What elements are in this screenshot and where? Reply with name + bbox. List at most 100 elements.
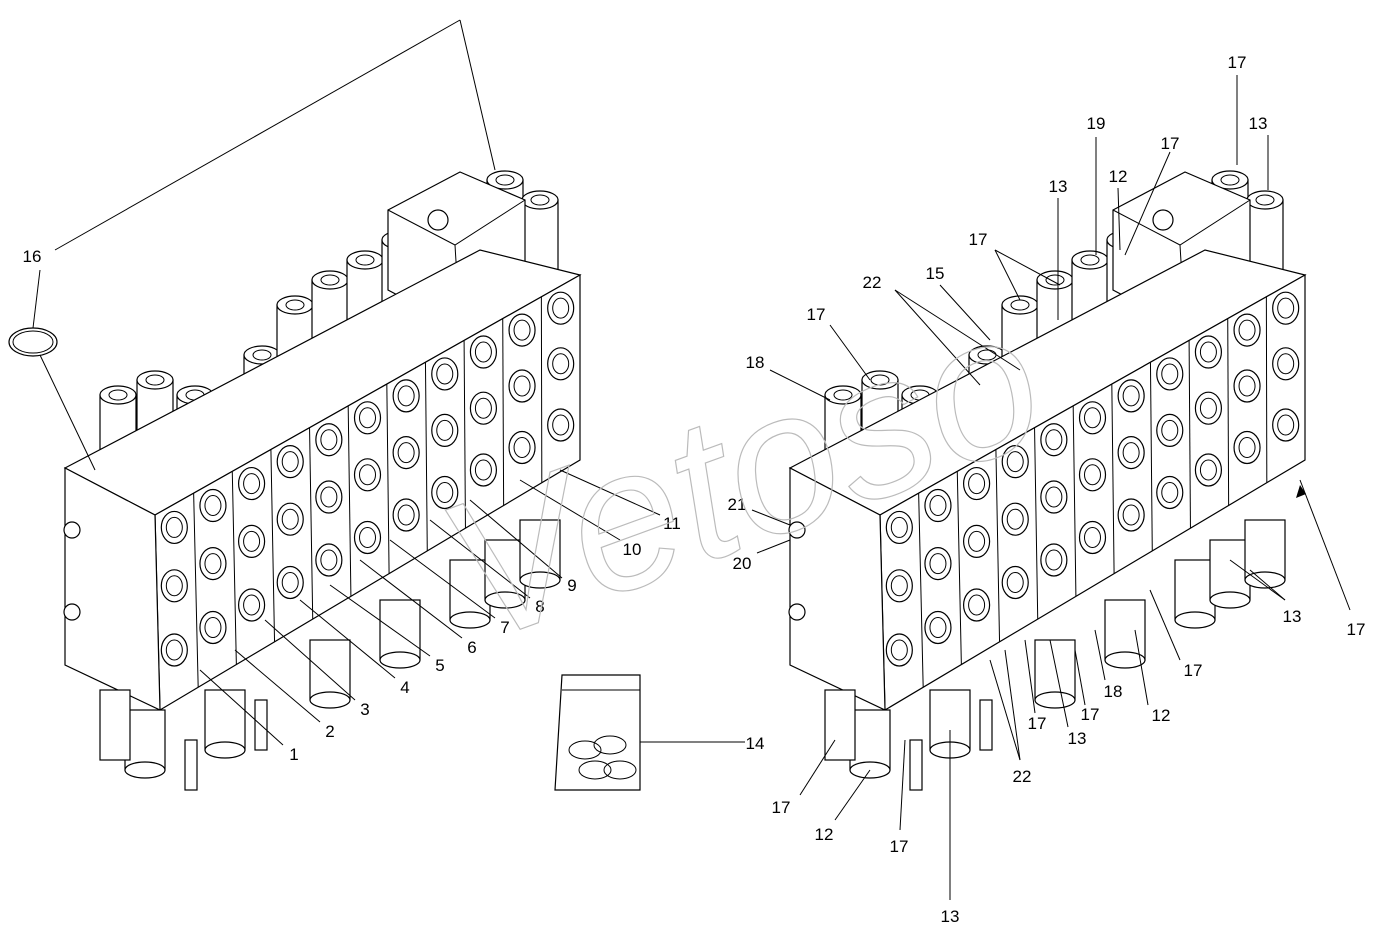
port [924, 610, 952, 645]
section-divider [1034, 427, 1039, 620]
port [353, 520, 382, 555]
leader-line [994, 249, 1021, 301]
callout-number: 13 [1049, 177, 1068, 196]
port [1040, 543, 1068, 577]
port-thread [1238, 319, 1256, 341]
callout-number: 13 [1283, 607, 1302, 626]
callout-number: 3 [360, 700, 369, 719]
port-thread [1084, 527, 1101, 548]
bottom-fitting [379, 599, 421, 661]
leader-line [469, 499, 563, 579]
leader-line [756, 539, 791, 554]
port-thread [1161, 419, 1179, 441]
bottom-fitting [309, 639, 351, 701]
port-thread [552, 297, 570, 319]
section-divider [1188, 340, 1191, 529]
port [431, 357, 459, 391]
bottom-fitting [849, 709, 891, 771]
seal-ring [603, 760, 637, 780]
callout-number: 18 [746, 353, 765, 372]
bottom-fitting-end [1104, 651, 1146, 669]
fitting-bore [285, 299, 305, 311]
port [885, 510, 913, 545]
port [276, 565, 304, 600]
callout-number: 12 [1109, 167, 1128, 186]
bottom-fitting-end [379, 651, 421, 669]
port-thread [397, 385, 415, 407]
fitting-top [1071, 250, 1109, 270]
port-thread [1045, 429, 1063, 451]
seal-ring [578, 760, 612, 780]
leader-line [32, 269, 41, 329]
leader-line [799, 739, 836, 796]
port-thread [320, 549, 338, 571]
leader-line [899, 739, 906, 831]
port [1233, 313, 1261, 347]
port-thread [1161, 482, 1179, 503]
fitting-top [1246, 190, 1284, 210]
port [160, 510, 188, 545]
port [276, 502, 304, 536]
port-thread [1199, 397, 1217, 419]
port-thread [968, 530, 986, 552]
fitting-top [276, 295, 314, 315]
bottom-fitting-end [124, 761, 166, 779]
leader-line [1134, 629, 1149, 706]
seal-ring [593, 735, 627, 755]
port [1117, 436, 1145, 470]
hex-socket-plug [1152, 209, 1174, 231]
leader-line [834, 769, 871, 821]
callout-number: 4 [400, 678, 409, 697]
section-divider [1111, 384, 1115, 574]
fitting-top [1211, 170, 1249, 190]
port-thread [1122, 385, 1140, 407]
port [1233, 369, 1261, 403]
section-divider [270, 449, 276, 642]
port [392, 498, 420, 532]
leader-line [1299, 479, 1351, 611]
bolt-head [788, 603, 806, 621]
port-thread [890, 575, 908, 597]
port-thread [474, 341, 492, 363]
port-thread [552, 414, 570, 436]
port-thread [359, 464, 376, 486]
callout-number: 21 [728, 495, 747, 514]
leader-line [329, 584, 431, 657]
port [1040, 423, 1068, 457]
port [1117, 379, 1145, 413]
leader-line [894, 289, 981, 386]
bottom-fitting [204, 689, 246, 751]
port-thread [204, 553, 222, 575]
port [469, 453, 498, 487]
fitting-body [521, 199, 559, 271]
port-thread [243, 473, 261, 495]
leader-line [519, 479, 621, 541]
callout-number: 20 [733, 554, 752, 573]
port-thread [243, 530, 261, 552]
section-divider [424, 362, 428, 551]
port [924, 546, 952, 581]
port-thread [436, 419, 454, 441]
bolt-head [63, 521, 81, 539]
callout-number: 8 [535, 597, 544, 616]
callout-number: 12 [1152, 706, 1171, 725]
port-thread [1084, 464, 1101, 486]
port [1078, 401, 1107, 435]
port-thread [397, 504, 415, 526]
port-thread [204, 495, 222, 517]
section-divider [1072, 405, 1077, 597]
fitting-bore [1045, 274, 1065, 286]
callout-number: 11 [663, 514, 681, 533]
port-thread [1199, 459, 1217, 481]
section-divider [231, 471, 237, 665]
port-thread [474, 459, 492, 481]
port-thread [890, 516, 908, 538]
port [547, 408, 575, 442]
port-thread [359, 527, 376, 548]
callout-number: 22 [1013, 767, 1032, 786]
port-thread [320, 486, 338, 508]
callout-number: 7 [500, 618, 509, 637]
bottom-fitting-end [449, 611, 491, 629]
section-divider [347, 405, 352, 597]
leader-line [1124, 151, 1171, 256]
